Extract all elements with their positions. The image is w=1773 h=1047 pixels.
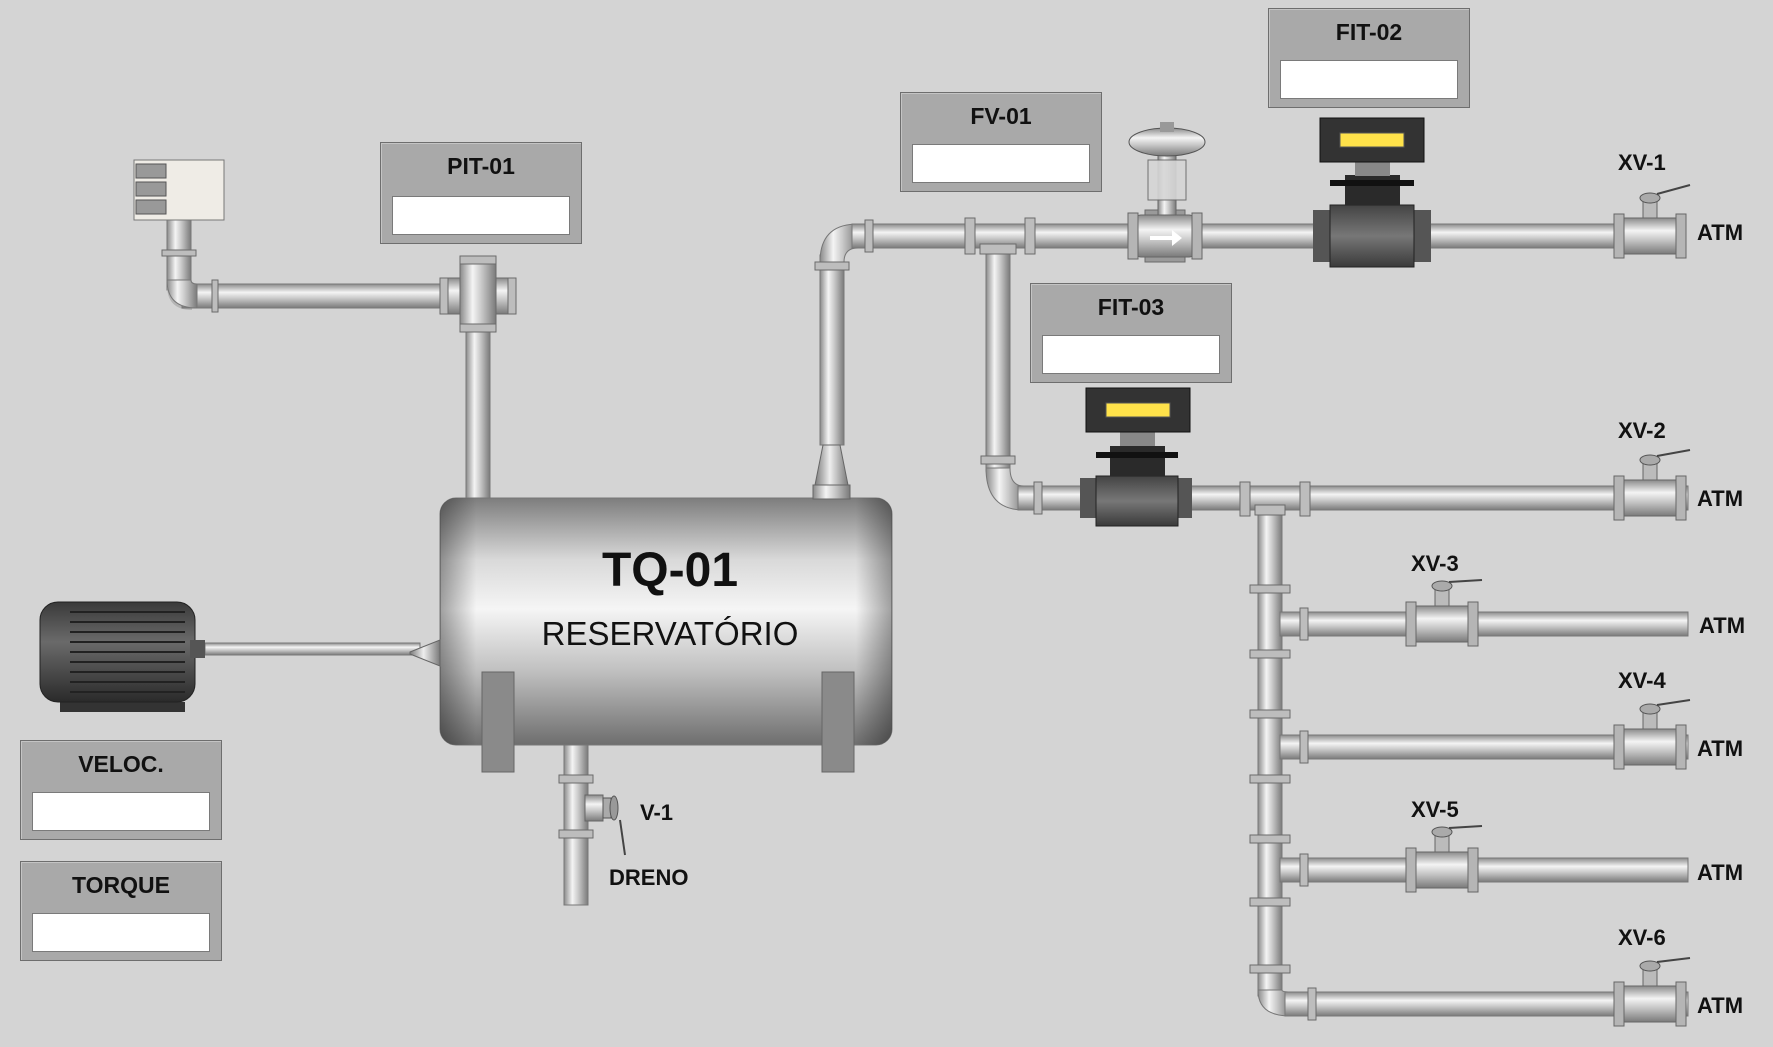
v-1-label: V-1 — [640, 800, 674, 825]
flowmeter-fit-03[interactable] — [1080, 387, 1192, 527]
valve-xv-5[interactable] — [1405, 825, 1483, 893]
valve-xv-1[interactable] — [1613, 184, 1691, 259]
fit-02-panel: FIT-02 — [1268, 8, 1470, 108]
fit-03-panel: FIT-03 — [1030, 283, 1232, 383]
xv-1-atm-label: ATM — [1697, 220, 1744, 245]
tank-tq-01[interactable] — [409, 444, 893, 773]
piping — [166, 219, 1689, 1017]
pit-01-value — [392, 196, 570, 235]
speed-value — [32, 792, 210, 831]
xv-6-label: XV-6 — [1618, 925, 1666, 950]
fit-03-value — [1042, 335, 1220, 374]
xv-3-label: XV-3 — [1411, 551, 1459, 576]
fv-01-panel: FV-01 — [900, 92, 1102, 192]
tank-tag: TQ-01 — [601, 544, 739, 597]
xv-1-label: XV-1 — [1618, 150, 1666, 175]
xv-6-atm-label: ATM — [1697, 993, 1744, 1018]
xv-4-atm-label: ATM — [1697, 736, 1744, 761]
valve-xv-3[interactable] — [1405, 579, 1483, 647]
xv-4-label: XV-4 — [1618, 668, 1666, 693]
fit-03-label: FIT-03 — [1097, 294, 1165, 320]
xv-2-label: XV-2 — [1618, 418, 1666, 443]
tank-name: RESERVATÓRIO — [541, 615, 799, 652]
valve-xv-4[interactable] — [1613, 699, 1691, 770]
pressure-switch-box — [133, 159, 225, 221]
fv-01-label: FV-01 — [970, 103, 1032, 129]
valve-v-1[interactable] — [584, 794, 626, 856]
xv-5-label: XV-5 — [1411, 797, 1459, 822]
valve-xv-6[interactable] — [1613, 957, 1691, 1027]
valve-xv-2[interactable] — [1613, 449, 1691, 521]
torque-panel: TORQUE — [20, 861, 222, 961]
flowmeter-fit-02[interactable] — [1313, 117, 1431, 268]
torque-value — [32, 913, 210, 952]
fit-02-value — [1280, 60, 1458, 99]
speed-label: VELOC. — [78, 751, 164, 777]
fittings — [161, 209, 1317, 1021]
control-valve-fv-01[interactable] — [1127, 122, 1206, 260]
pit-01-label: PIT-01 — [447, 153, 515, 179]
fv-01-value — [912, 144, 1090, 183]
fit-02-label: FIT-02 — [1335, 19, 1403, 45]
torque-label: TORQUE — [72, 872, 170, 898]
pit-01-panel: PIT-01 — [380, 142, 582, 244]
xv-3-atm-label: ATM — [1699, 613, 1746, 638]
xv-2-atm-label: ATM — [1697, 486, 1744, 511]
xv-5-atm-label: ATM — [1697, 860, 1744, 885]
motor[interactable] — [39, 601, 205, 712]
drain-label: DRENO — [609, 865, 689, 890]
speed-panel: VELOC. — [20, 740, 222, 840]
